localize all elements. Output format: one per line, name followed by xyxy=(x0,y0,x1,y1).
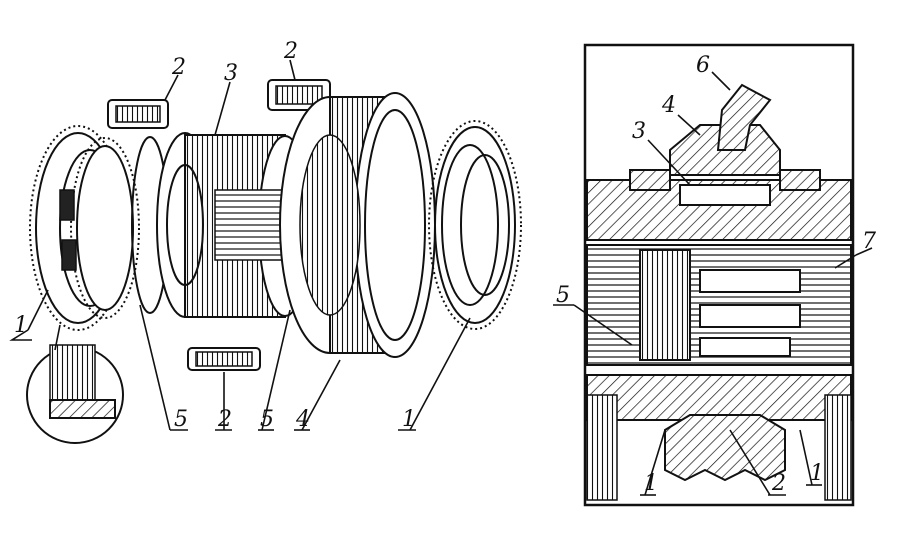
cracker-block-bottom xyxy=(187,347,261,371)
label-1-left: 1 xyxy=(14,313,28,338)
cracker-block-top-left xyxy=(107,99,169,129)
label-1-section-right: 1 xyxy=(810,461,824,486)
label-6: 6 xyxy=(696,53,710,78)
label-5-right: 5 xyxy=(260,407,274,432)
label-3: 3 xyxy=(224,61,238,86)
label-7: 7 xyxy=(862,229,876,254)
blocking-ring-right xyxy=(428,120,522,330)
shift-fork xyxy=(716,83,772,151)
label-3-section: 3 xyxy=(632,119,646,144)
detail-magnifier xyxy=(26,324,124,444)
label-2-section: 2 xyxy=(771,471,786,496)
label-1-section-left: 1 xyxy=(644,471,658,496)
label-1-right: 1 xyxy=(402,407,416,432)
blocking-ring-left xyxy=(29,125,140,331)
label-2-top-right: 2 xyxy=(283,39,298,64)
label-2-bottom: 2 xyxy=(217,407,232,432)
label-2-top-left: 2 xyxy=(171,55,186,80)
label-5-section: 5 xyxy=(556,283,570,308)
synchronizer-sleeve xyxy=(279,92,436,358)
label-5-left: 5 xyxy=(174,407,188,432)
section-view: 6 4 3 7 5 1 2 1 xyxy=(553,43,876,507)
exploded-view: 1 2 3 2 5 2 5 4 1 xyxy=(9,39,522,444)
label-4-section: 4 xyxy=(661,93,676,118)
label-4: 4 xyxy=(295,407,310,432)
sleeve-section-bottom xyxy=(664,414,786,482)
